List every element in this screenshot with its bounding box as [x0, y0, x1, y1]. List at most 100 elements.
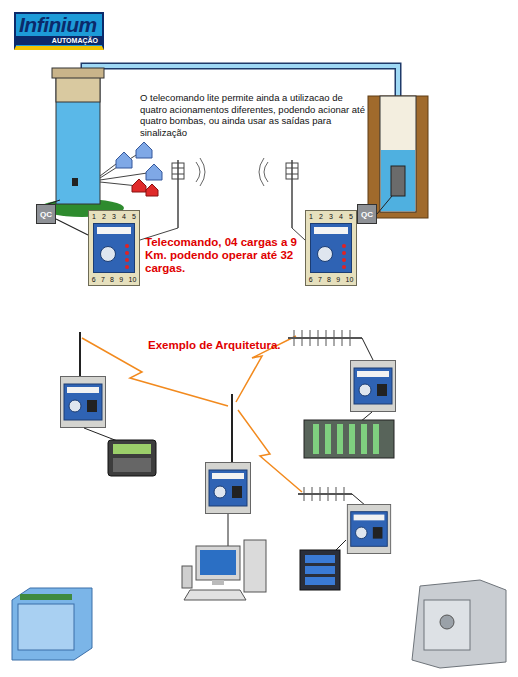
- terminal-number: 7: [101, 276, 105, 284]
- control-wire: [56, 219, 88, 235]
- brand-name: Infinium: [16, 14, 102, 36]
- terminal-number: 9: [119, 276, 123, 284]
- telecommand-module: 12345678910: [305, 210, 357, 286]
- data-cable: [228, 514, 229, 546]
- radio-module: [351, 361, 396, 412]
- meter-display: [305, 577, 335, 585]
- antenna-mast: [177, 160, 179, 228]
- radio-wave: [264, 162, 268, 182]
- highlight-note: Telecomando, 04 cargas a 9 Km. podendo o…: [145, 236, 297, 275]
- status-led: [342, 265, 346, 269]
- terminal-number: 1: [309, 213, 313, 221]
- terminal-number: 4: [339, 213, 343, 221]
- terminal-number: 8: [327, 276, 331, 284]
- yagi-boom: [288, 337, 362, 339]
- yagi-elements: [304, 487, 344, 501]
- well-casing: [380, 96, 416, 212]
- meter-display: [305, 566, 335, 574]
- antenna-element: [286, 168, 298, 169]
- antenna-dipole: [286, 163, 298, 179]
- panel-keys: [113, 458, 151, 472]
- plc-rack: [304, 420, 394, 458]
- well-water: [381, 150, 415, 211]
- whip-antenna: [231, 394, 233, 464]
- terminal-number: 3: [112, 213, 116, 221]
- terminal-row: 678910: [306, 274, 356, 285]
- submersible-pump: [391, 166, 405, 196]
- house-icon: [136, 142, 152, 158]
- label-strip: [97, 227, 131, 234]
- panel-label: QC: [361, 210, 373, 219]
- panel-display: [113, 444, 151, 454]
- terminal-number: 2: [319, 213, 323, 221]
- status-led: [125, 258, 129, 262]
- level-sensor: [72, 178, 78, 186]
- radio-wave: [200, 158, 205, 186]
- product-front: [18, 604, 74, 650]
- status-led: [342, 251, 346, 255]
- water-pipe: [84, 66, 398, 168]
- house-icon: [146, 164, 162, 180]
- terminal-row: 678910: [89, 274, 139, 285]
- control-panel-box: QC: [357, 204, 377, 224]
- radio-wave: [196, 162, 200, 182]
- computer-tower: [244, 540, 266, 592]
- label-strip: [314, 227, 348, 234]
- meter-display: [305, 555, 335, 563]
- computer-monitor: [196, 546, 240, 580]
- terminal-number: 2: [102, 213, 106, 221]
- terminal-row: 12345: [89, 211, 139, 222]
- product-front: [424, 600, 470, 650]
- terminal-number: 5: [132, 213, 136, 221]
- product-photo: [12, 588, 92, 660]
- keyboard: [184, 590, 246, 600]
- antenna-mast: [291, 160, 293, 228]
- whip-antenna: [79, 332, 81, 378]
- antenna-dipole: [172, 163, 184, 179]
- status-led: [125, 251, 129, 255]
- radio-module: [347, 504, 390, 553]
- radio-wave: [259, 158, 264, 186]
- house-icon: [132, 179, 146, 192]
- antenna-element: [172, 174, 184, 175]
- status-led: [125, 265, 129, 269]
- terminal-number: 9: [336, 276, 340, 284]
- water-tower: [56, 76, 100, 204]
- monitor-stand: [212, 580, 224, 585]
- control-panel-box: QC: [36, 204, 56, 224]
- terminal-row: 12345: [306, 211, 356, 222]
- product-dial: [440, 615, 454, 629]
- water-pipe-inner: [84, 66, 398, 168]
- telecommand-module: 12345 678910: [88, 210, 140, 286]
- selector-dial: [317, 246, 333, 262]
- plc-modules: [316, 424, 376, 454]
- brand-tagline: AUTOMAÇÃO: [16, 36, 102, 45]
- terminal-number: 4: [122, 213, 126, 221]
- description-text: O telecomando lite permite ainda a utili…: [140, 92, 368, 138]
- status-led: [342, 244, 346, 248]
- yagi-elements: [294, 330, 350, 346]
- tower-empty-part: [56, 76, 100, 102]
- selector-dial: [100, 246, 116, 262]
- power-wire: [377, 196, 392, 214]
- terminal-number: 8: [110, 276, 114, 284]
- terminal-number: 3: [329, 213, 333, 221]
- highlight-note: Exemplo de Arquitetura.: [148, 339, 318, 352]
- power-meter: [300, 550, 340, 590]
- panel-label: QC: [40, 210, 52, 219]
- antenna-element: [286, 174, 298, 175]
- terminal-number: 10: [346, 276, 354, 284]
- antenna-cable: [362, 338, 374, 362]
- radio-module: [206, 463, 251, 514]
- tower-cap: [52, 68, 104, 78]
- monitor-screen: [200, 550, 236, 575]
- product-photo: [412, 580, 506, 668]
- terminal-number: 1: [92, 213, 96, 221]
- front-panel: [310, 223, 352, 273]
- operator-panel: [108, 440, 156, 476]
- terminal-number: 7: [318, 276, 322, 284]
- logo-box: InfiniumAUTOMAÇÃO: [14, 12, 104, 50]
- status-led: [125, 244, 129, 248]
- front-panel: [93, 223, 135, 273]
